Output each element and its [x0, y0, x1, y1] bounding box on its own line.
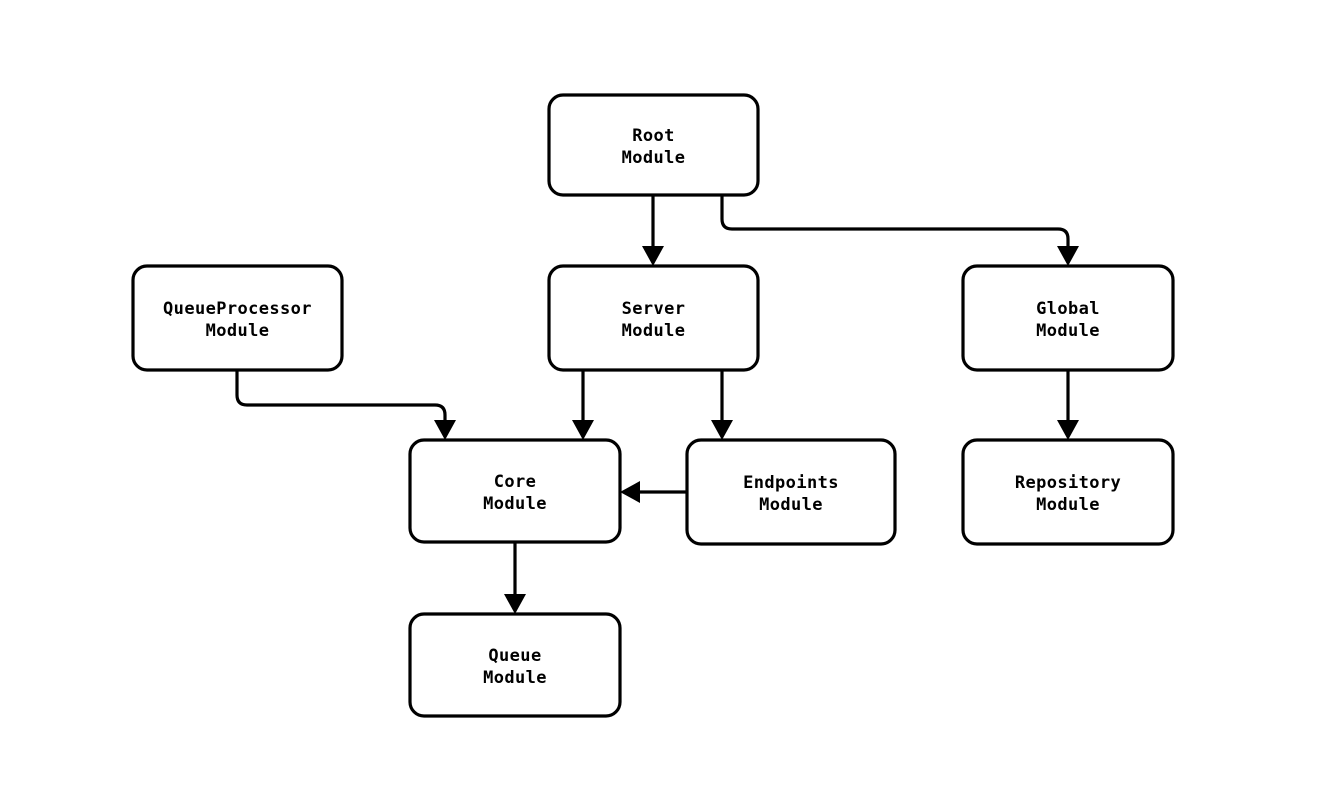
- node-core-module[interactable]: Core Module: [408, 438, 622, 544]
- node-queueprocessor-module[interactable]: QueueProcessor Module: [131, 264, 344, 372]
- node-label-line2: Module: [759, 495, 823, 515]
- edge-line: [235, 370, 447, 424]
- node-box[interactable]: [547, 93, 760, 197]
- node-label-line2: Module: [1036, 495, 1100, 515]
- node-queue-module[interactable]: Queue Module: [408, 612, 622, 718]
- edge-server-to-core: [572, 370, 594, 440]
- node-label-line2: Module: [483, 494, 547, 514]
- node-label-line2: Module: [622, 321, 686, 341]
- node-label-line2: Module: [1036, 321, 1100, 341]
- edge-server-to-endpoints: [711, 370, 733, 440]
- arrow-head-icon: [1057, 246, 1079, 266]
- node-endpoints-module[interactable]: Endpoints Module: [685, 438, 897, 546]
- node-box[interactable]: [408, 438, 622, 544]
- node-root-module[interactable]: Root Module: [547, 93, 760, 197]
- node-label-line1: Global: [1036, 299, 1100, 319]
- edge-global-to-repository: [1057, 370, 1079, 440]
- node-box[interactable]: [961, 264, 1175, 372]
- node-label-line1: Core: [494, 472, 537, 492]
- node-box[interactable]: [547, 264, 760, 372]
- arrow-head-icon: [1057, 420, 1079, 440]
- node-repository-module[interactable]: Repository Module: [961, 438, 1175, 546]
- node-label-line2: Module: [483, 668, 547, 688]
- node-label-line1: Endpoints: [743, 473, 839, 493]
- edge-queueprocessor-to-core: [235, 370, 456, 440]
- arrow-head-icon: [642, 246, 664, 266]
- arrow-head-icon: [572, 420, 594, 440]
- node-box[interactable]: [685, 438, 897, 546]
- node-global-module[interactable]: Global Module: [961, 264, 1175, 372]
- edge-root-to-global: [720, 195, 1079, 266]
- node-label-line1: Queue: [488, 646, 541, 666]
- node-label-line1: Server: [622, 299, 686, 319]
- arrow-head-icon: [504, 594, 526, 614]
- edge-root-to-server: [642, 195, 664, 266]
- node-box[interactable]: [131, 264, 344, 372]
- node-label-line1: QueueProcessor: [163, 299, 312, 319]
- node-box[interactable]: [961, 438, 1175, 546]
- arrow-head-icon: [620, 481, 640, 503]
- node-label-line2: Module: [622, 148, 686, 168]
- node-box[interactable]: [408, 612, 622, 718]
- node-label-line1: Repository: [1015, 473, 1121, 493]
- arrow-head-icon: [711, 420, 733, 440]
- edge-line: [720, 195, 1070, 250]
- arrow-head-icon: [434, 420, 456, 440]
- node-label-line1: Root: [632, 126, 675, 146]
- node-server-module[interactable]: Server Module: [547, 264, 760, 372]
- edge-endpoints-to-core: [620, 481, 687, 503]
- node-label-line2: Module: [206, 321, 270, 341]
- edge-core-to-queue: [504, 542, 526, 614]
